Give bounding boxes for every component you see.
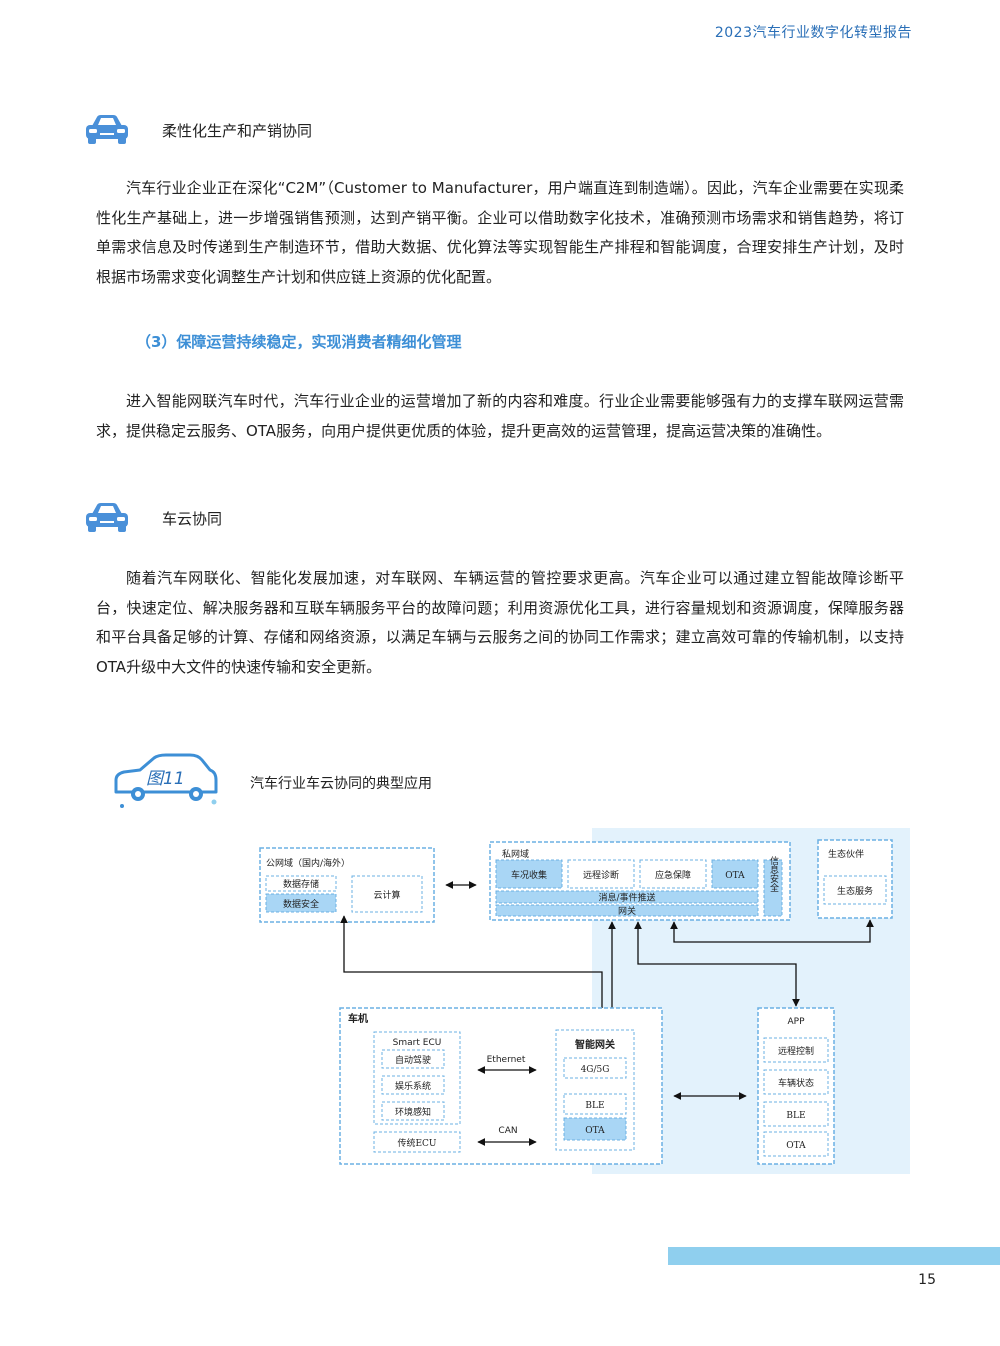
subheading-operations: （3）保障运营持续稳定，实现消费者精细化管理 — [136, 333, 462, 351]
ecosystem-box: 生态伙伴 生态服务 — [817, 839, 893, 919]
private-item: 远程诊断 — [583, 869, 619, 881]
gateway-item: BLE — [585, 1101, 604, 1111]
smart-gateway-title: 智能网关 — [575, 1038, 615, 1051]
section-title: 柔性化生产和产销协同 — [162, 121, 313, 140]
gateway-label: 网关 — [618, 905, 636, 917]
ecosystem-title: 生态伙伴 — [828, 848, 864, 860]
ecosystem-service-label: 生态服务 — [837, 885, 873, 897]
message-push-label: 消息/事件推送 — [598, 892, 655, 904]
info-security-label: 信息安全 — [768, 855, 779, 892]
private-item: OTA — [725, 871, 745, 881]
private-domain-title: 私网域 — [502, 848, 529, 860]
public-domain-title: 公网域（国内/海外） — [266, 857, 350, 869]
vehicle-title: 车机 — [348, 1012, 368, 1025]
data-storage-label: 数据存储 — [283, 878, 319, 890]
can-label: CAN — [498, 1126, 517, 1136]
section-title: 车云协同 — [162, 509, 223, 528]
app-item: OTA — [786, 1141, 806, 1151]
app-title: APP — [787, 1017, 805, 1027]
section-heading-vehicle-cloud: 车云协同 — [84, 500, 222, 536]
public-domain-box: 公网域（国内/海外） 数据存储 数据安全 云计算 — [259, 847, 435, 923]
footer-accent-bar — [668, 1247, 1000, 1265]
app-item: 车辆状态 — [778, 1077, 814, 1089]
vehicle-cloud-architecture-diagram: 公网域（国内/海外） 数据存储 数据安全 云计算 私网域 车况收集 远程诊断 应… — [259, 828, 910, 1174]
paragraph-connected-vehicle-ops: 进入智能网联汽车时代，汽车行业企业的运营增加了新的内容和难度。行业企业需要能够强… — [96, 392, 904, 440]
vehicle-box: 车机 Smart ECU 自动驾驶 娱乐系统 环境感知 传统ECU Ethern… — [339, 1007, 663, 1165]
page-number: 15 — [918, 1272, 936, 1288]
data-security-label: 数据安全 — [283, 898, 319, 910]
gateway-item: OTA — [585, 1126, 605, 1136]
gateway-item: 4G/5G — [581, 1065, 610, 1075]
private-item: 车况收集 — [511, 869, 547, 881]
paragraph-vehicle-cloud: 随着汽车网联化、智能化发展加速，对车联网、车辆运营的管控要求更高。汽车企业可以通… — [96, 569, 904, 676]
car-icon — [86, 503, 128, 532]
figure-label: 图11 — [146, 769, 185, 789]
car-icon — [86, 115, 128, 144]
ecu-item: 自动驾驶 — [395, 1054, 431, 1066]
cloud-compute-label: 云计算 — [373, 889, 400, 901]
section-heading-flexible-production: 柔性化生产和产销协同 — [84, 112, 312, 148]
app-box: APP 远程控制 车辆状态 BLE OTA — [757, 1007, 835, 1165]
report-header-title: 2023汽车行业数字化转型报告 — [714, 25, 912, 41]
ethernet-label: Ethernet — [487, 1055, 526, 1065]
paragraph-c2m: 汽车行业企业正在深化“C2M”（Customer to Manufacturer… — [96, 179, 904, 286]
figure-label-car-icon — [114, 753, 218, 808]
ecu-item: 环境感知 — [395, 1106, 431, 1118]
figure-caption: 汽车行业车云协同的典型应用 — [250, 776, 432, 792]
private-item: 应急保障 — [655, 869, 691, 881]
private-domain-box: 私网域 车况收集 远程诊断 应急保障 OTA 信息安全 消息/事件推送 网关 — [489, 841, 791, 921]
app-item: BLE — [786, 1111, 805, 1121]
legacy-ecu-label: 传统ECU — [397, 1137, 436, 1149]
smart-ecu-title: Smart ECU — [393, 1038, 442, 1048]
ecu-item: 娱乐系统 — [395, 1080, 431, 1092]
app-item: 远程控制 — [778, 1045, 814, 1057]
